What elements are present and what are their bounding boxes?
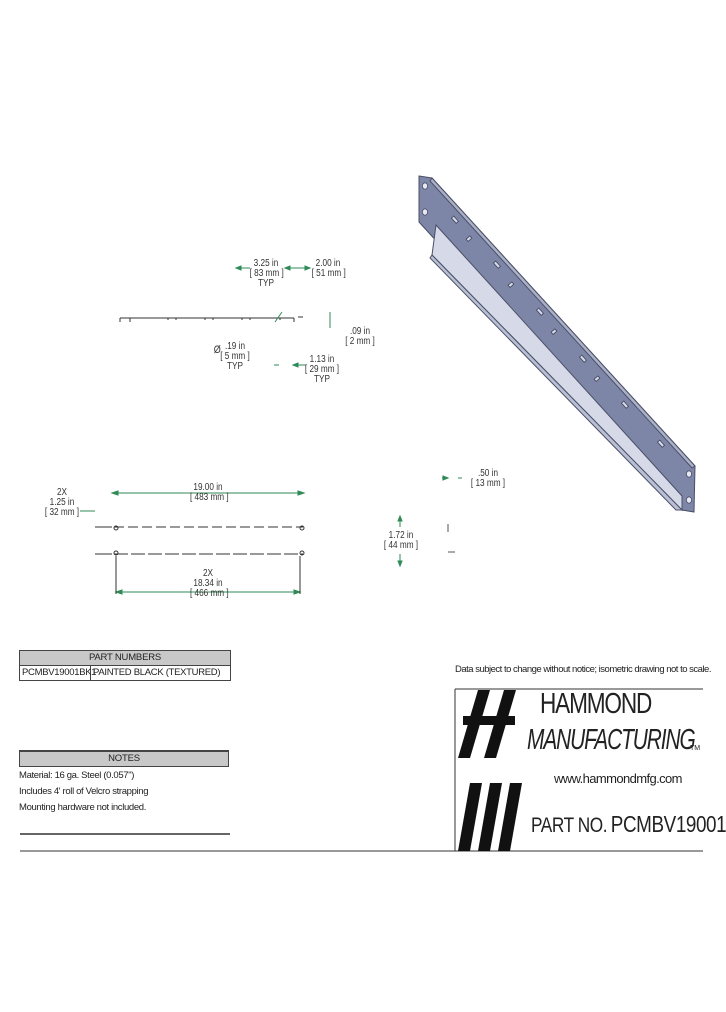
dim-hole-spacing-label: 1.13 in [ 29 mm ] TYP [304, 355, 340, 385]
part-numbers-table: PART NUMBERS PCMBV19001BK1 PAINTED BLACK… [19, 650, 231, 681]
website-link[interactable]: www.hammondmfg.com [554, 771, 683, 786]
dim-value: .50 in [477, 468, 499, 479]
dim-count: 2X [202, 568, 214, 579]
notes-header: NOTES [19, 751, 229, 767]
notes-section: NOTES Material: 16 ga. Steel (0.057") In… [19, 750, 229, 816]
dim-metric: [ 13 mm ] [470, 478, 506, 489]
dim-value: 1.13 in [309, 354, 335, 365]
dim-typ: TYP [314, 374, 330, 385]
dim-value: 2.00 in [315, 258, 341, 269]
dim-value: .19 in [224, 341, 246, 352]
part-number-cell: PCMBV19001BK1 [22, 666, 97, 680]
dim-metric: [ 483 mm ] [189, 492, 229, 503]
part-numbers-header: PART NUMBERS [20, 651, 230, 666]
dim-typ: TYP [258, 278, 274, 289]
dim-hole-label: .19 in [ 5 mm ] TYP [219, 342, 252, 372]
dim-slot-label: 2.00 in [ 51 mm ] [311, 258, 346, 279]
dim-metric: [ 5 mm ] [220, 351, 250, 362]
disclaimer-text: Data subject to change without notice; i… [455, 664, 711, 675]
dim-metric: [ 466 mm ] [189, 588, 229, 599]
top-view [119, 312, 331, 328]
note-line: Material: 16 ga. Steel (0.057") [19, 770, 135, 781]
part-number-block: PART NO. PCMBV19001 [531, 811, 726, 838]
front-dim-arrows [80, 475, 462, 595]
dim-value: 3.25 in [253, 258, 279, 269]
isometric-panel [418, 175, 696, 513]
note-line: Mounting hardware not included. [19, 802, 146, 813]
top-dim-arrows [234, 265, 331, 368]
dim-diameter-symbol: Ø [213, 344, 221, 356]
dim-value: 18.34 in [193, 578, 223, 589]
dim-metric: [ 2 mm ] [345, 336, 375, 347]
table-row: PCMBV19001BK1 PAINTED BLACK (TEXTURED) [20, 666, 230, 680]
trademark-symbol: TM [690, 745, 701, 752]
dim-spacing-label: 3.25 in [ 83 mm ] TYP [249, 258, 284, 289]
dim-hole-center-label: 2X 18.34 in [ 466 mm ] [189, 568, 229, 599]
brand-name-line2: MANUFACTURING [527, 724, 696, 756]
dim-typ: TYP [227, 361, 243, 372]
hammond-logo [458, 690, 522, 851]
part-no-label: PART NO. [531, 814, 608, 837]
part-description-cell: PAINTED BLACK (TEXTURED) [93, 667, 221, 678]
dim-value: 1.25 in [49, 497, 75, 508]
dim-thickness-label: .09 in [ 2 mm ] [344, 327, 377, 347]
dim-metric: [ 83 mm ] [249, 268, 284, 279]
dim-count: 2X [56, 487, 68, 498]
front-view [95, 525, 305, 556]
title-block-frame [20, 688, 703, 852]
brand-name-line1: HAMMOND [540, 688, 652, 720]
dim-metric: [ 32 mm ] [44, 507, 80, 518]
part-no-value: PCMBV19001 [610, 811, 726, 837]
dim-value: .09 in [349, 326, 371, 337]
dim-metric: [ 44 mm ] [383, 540, 419, 551]
dim-depth-label: .50 in [ 13 mm ] [470, 469, 506, 489]
dim-value: 19.00 in [193, 482, 223, 493]
dim-mount-spacing-label: 2X 1.25 in [ 32 mm ] [44, 488, 80, 518]
note-line: Includes 4' roll of Velcro strapping [19, 786, 149, 797]
dim-width-label: 19.00 in [ 483 mm ] [189, 482, 229, 503]
dim-value: 1.72 in [388, 530, 414, 541]
dim-metric: [ 29 mm ] [304, 364, 340, 375]
dim-metric: [ 51 mm ] [311, 268, 346, 279]
dim-height-label: 1.72 in [ 44 mm ] [383, 531, 419, 551]
